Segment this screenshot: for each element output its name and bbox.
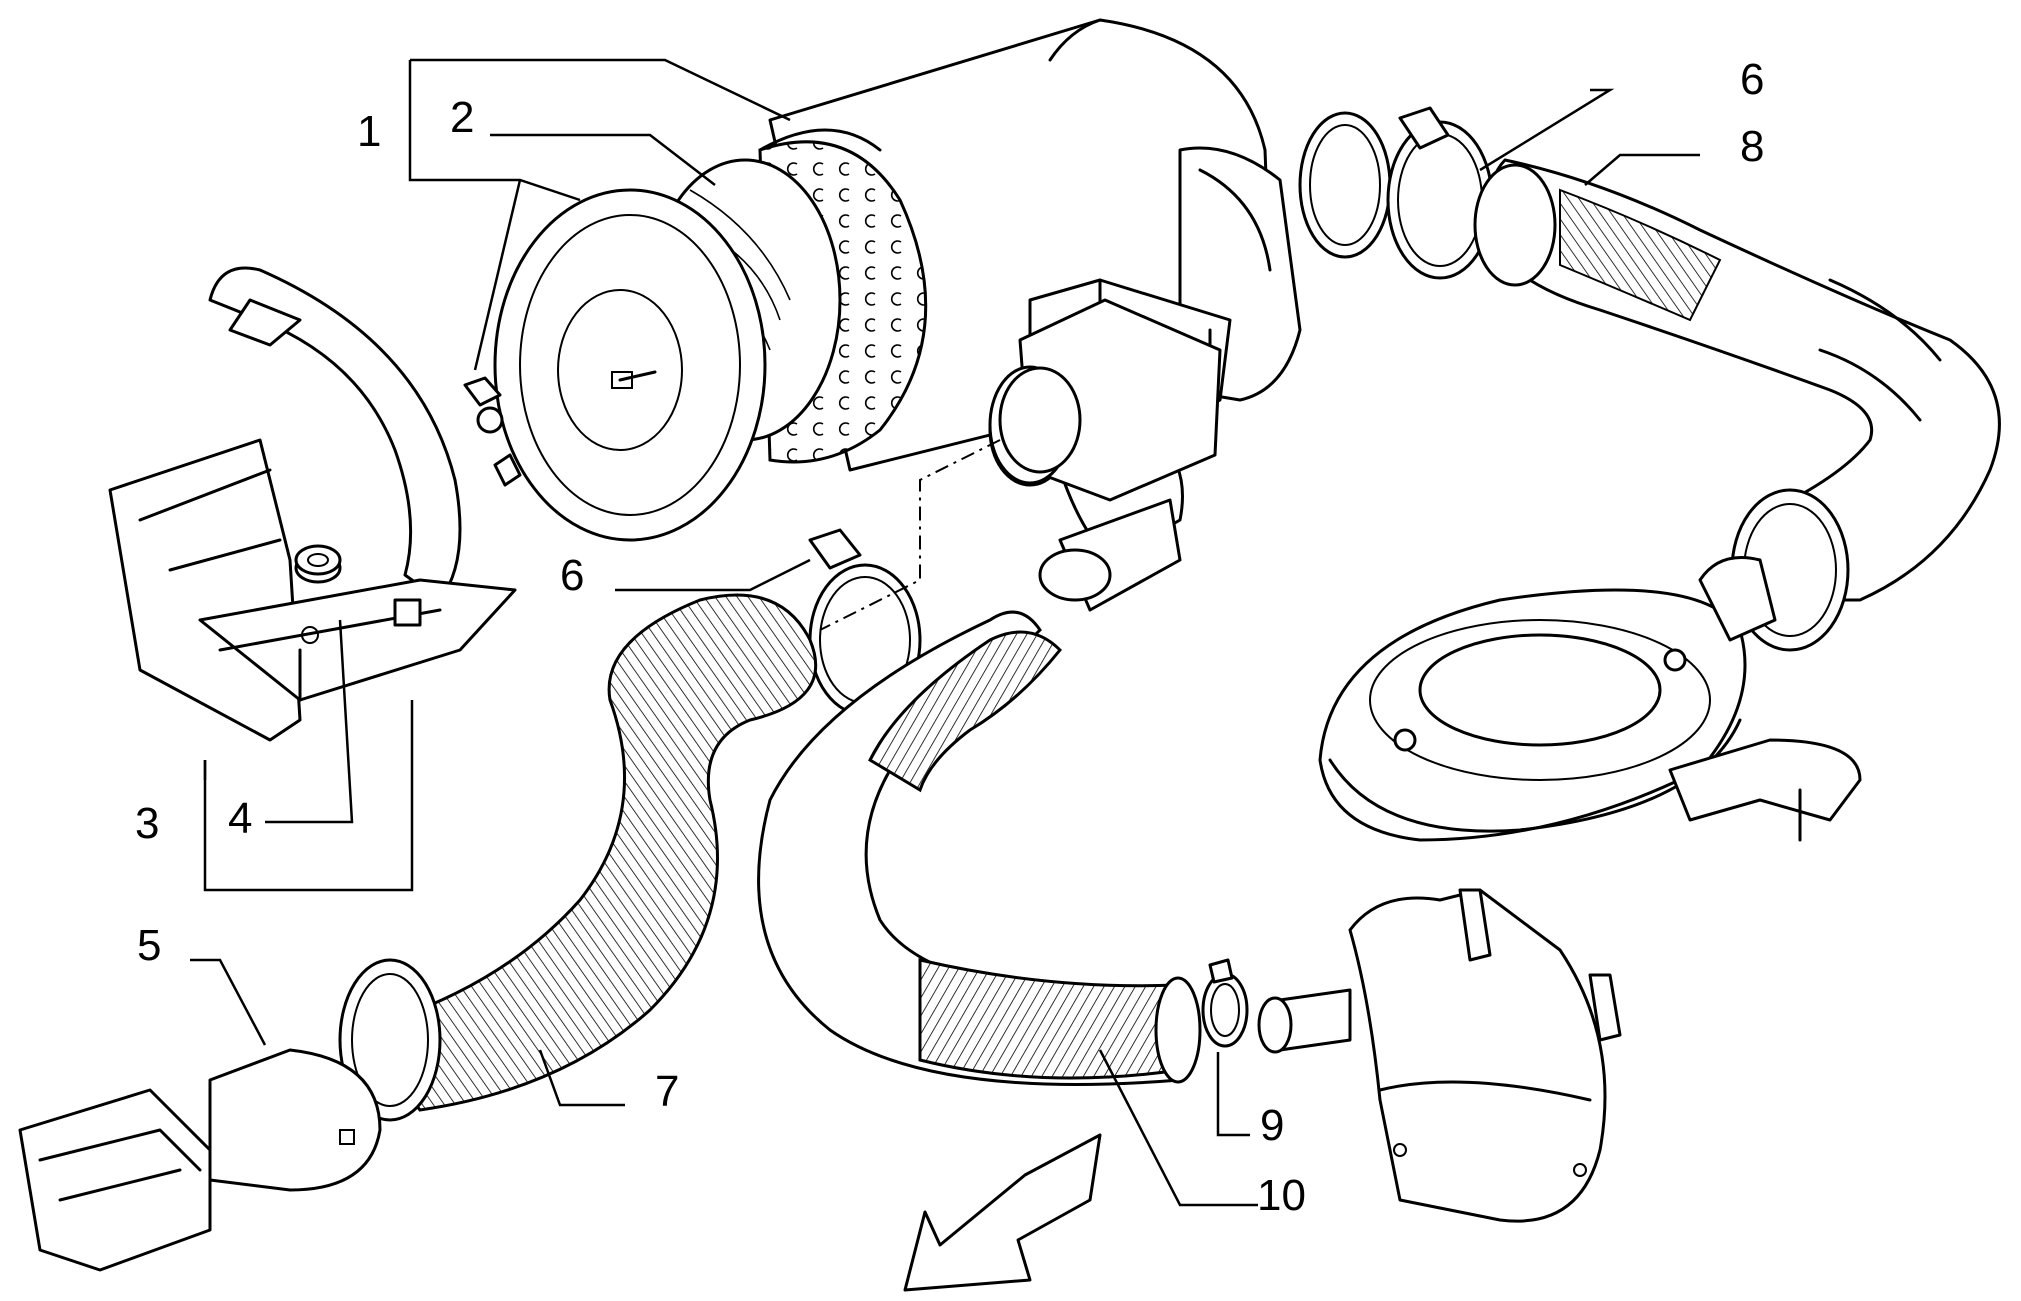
callout-2: 2 (450, 93, 474, 142)
intake-duct (18, 1048, 382, 1272)
callout-6-upper: 6 (1740, 55, 1764, 104)
callout-4: 4 (228, 794, 252, 843)
hose-clamp-upper (1298, 106, 1494, 280)
pre-filter-bowl (1318, 556, 1862, 842)
filter-cover (493, 158, 842, 542)
callout-7: 7 (655, 1067, 679, 1116)
breather-body (1257, 888, 1622, 1223)
leader-lines (190, 58, 1700, 1207)
callout-8: 8 (1740, 122, 1764, 171)
callout-1: 1 (357, 107, 381, 156)
callout-6-lower: 6 (560, 551, 584, 600)
bracket (108, 266, 517, 742)
corrugated-hose (338, 593, 818, 1122)
callout-10: 10 (1257, 1171, 1306, 1220)
callout-9: 9 (1260, 1101, 1284, 1150)
direction-arrow-icon (903, 1133, 1102, 1292)
small-clamp (1201, 958, 1249, 1048)
center-lines (819, 439, 1001, 631)
breather-hose (757, 610, 1202, 1086)
callout-5: 5 (137, 921, 161, 970)
wing-nuts (463, 376, 522, 487)
callout-3: 3 (135, 799, 159, 848)
grommet (294, 544, 342, 584)
callout-labels: 1 2 3 4 5 6 6 7 8 9 10 (135, 55, 1764, 1220)
